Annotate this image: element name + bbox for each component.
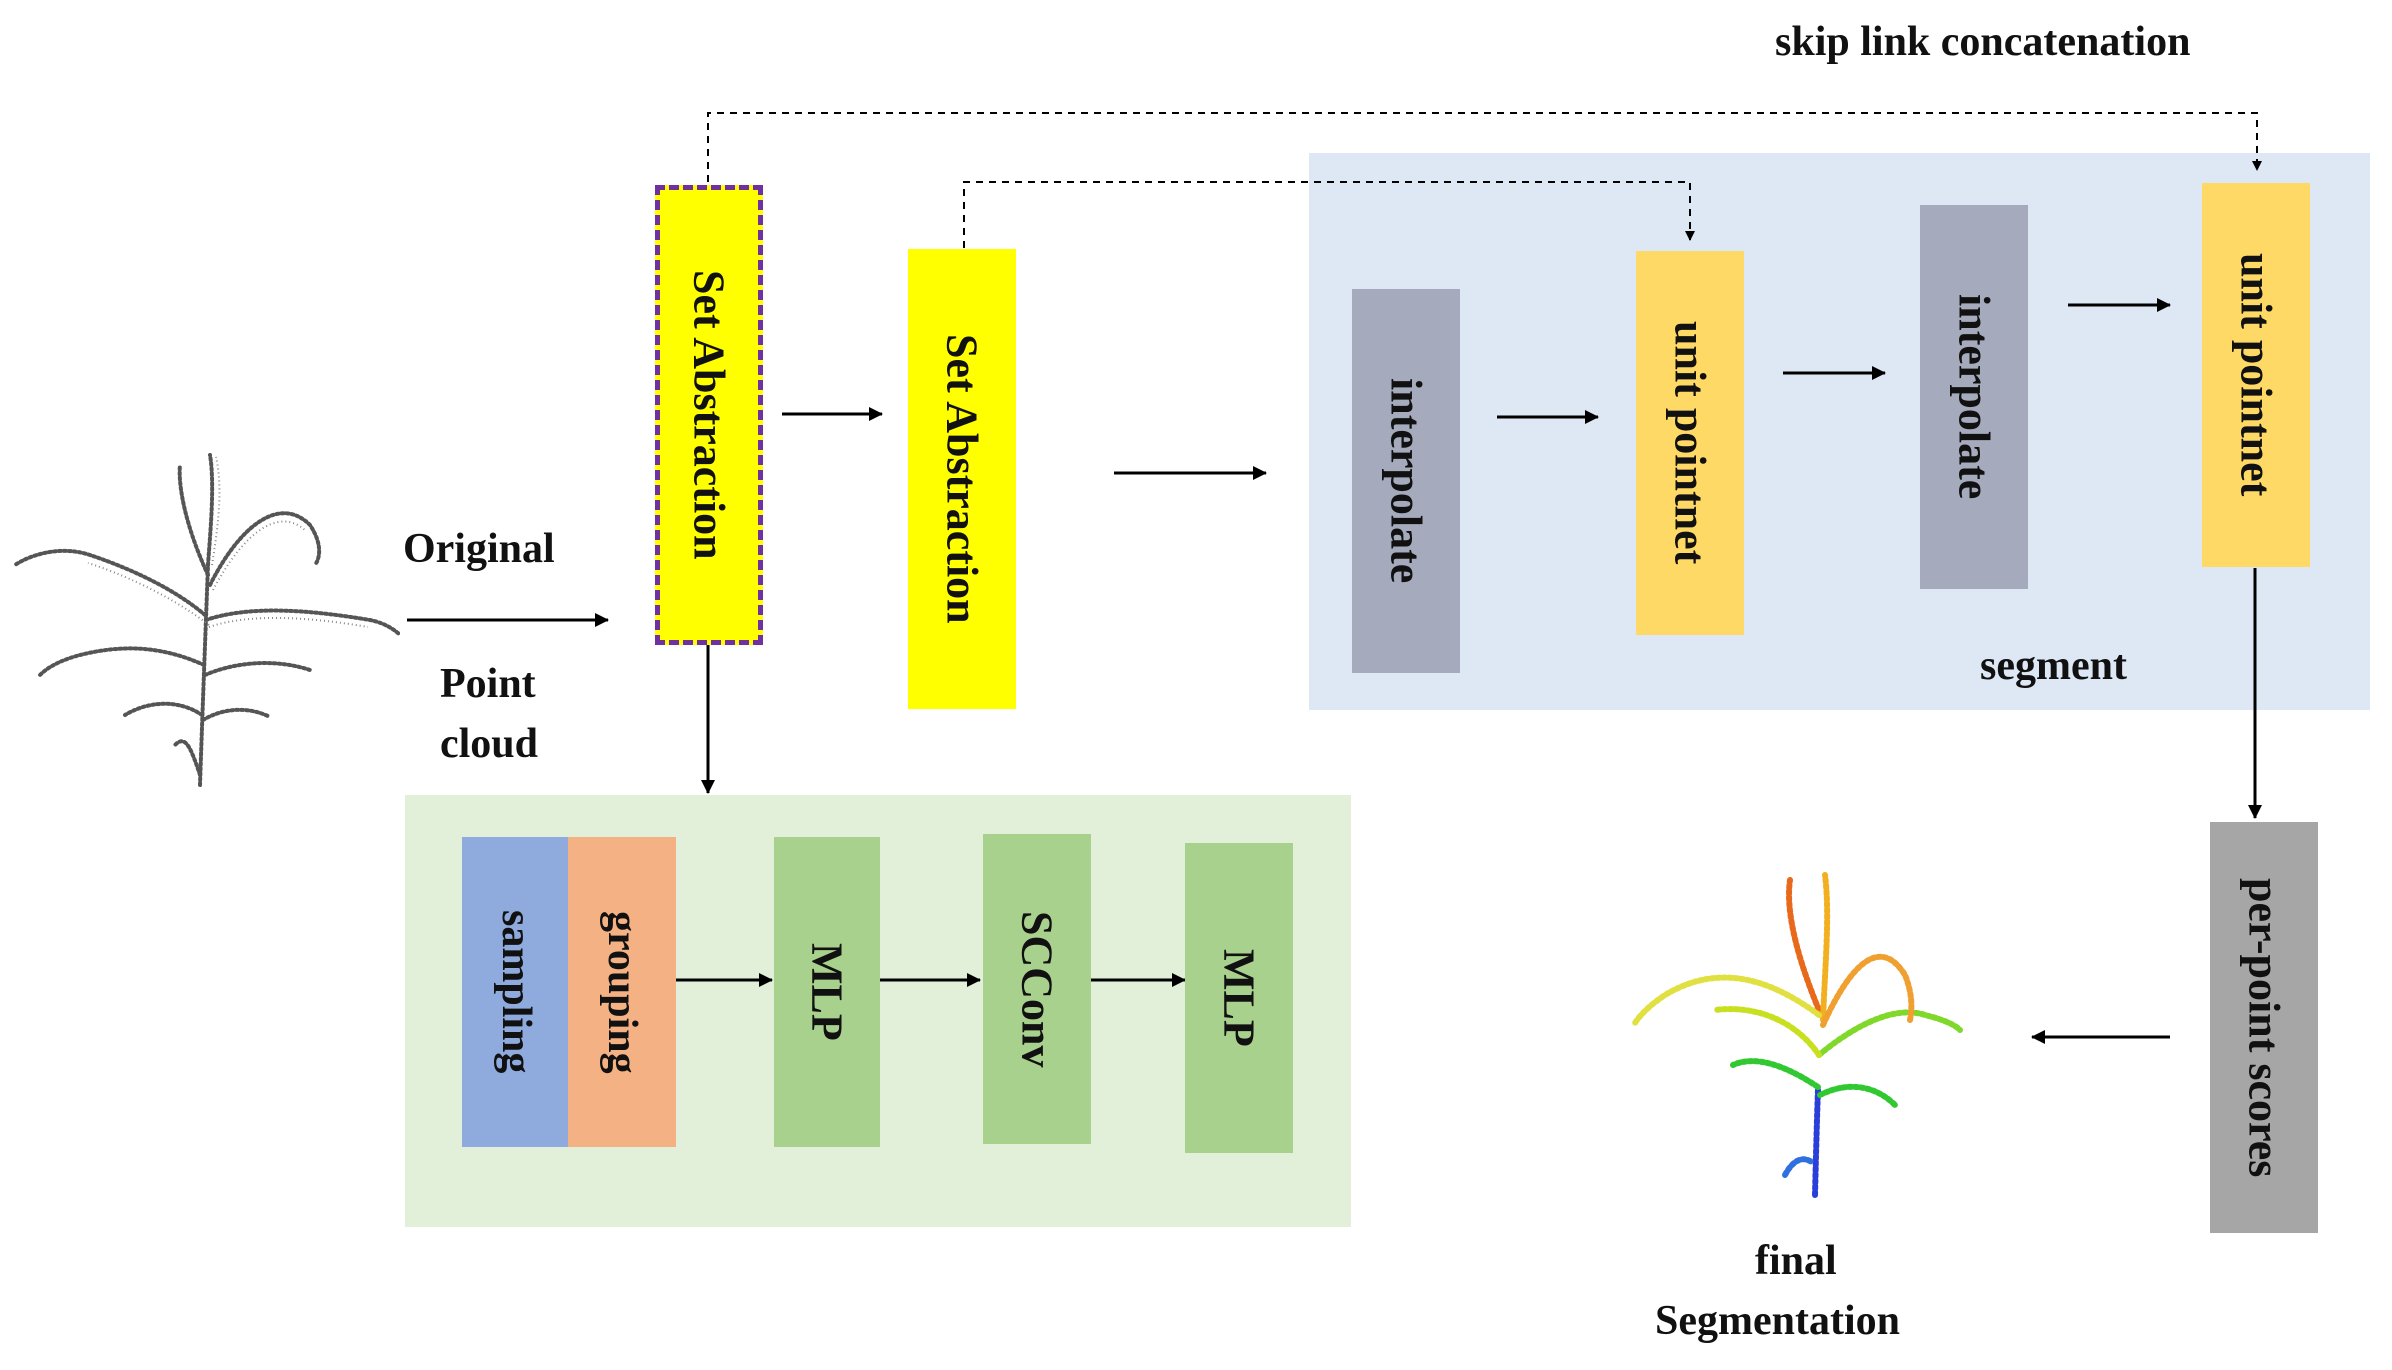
per-point-scores-block: per-point scores xyxy=(2210,822,2318,1233)
mlp-1-label: MLP xyxy=(802,943,852,1041)
grouping-block: grouping xyxy=(568,837,676,1147)
scconv-label: SCConv xyxy=(1012,910,1062,1068)
segment-panel xyxy=(1309,153,2370,710)
unit-pointnet-2-label: unit pointnet xyxy=(2231,253,2281,497)
segment-label: segment xyxy=(1980,643,2127,689)
skip-link-inner xyxy=(963,181,1695,248)
mlp-2-label: MLP xyxy=(1214,949,1264,1047)
per-point-scores-label: per-point scores xyxy=(2239,877,2289,1178)
segmented-point-cloud-image xyxy=(1632,872,1963,1198)
grouping-label: grouping xyxy=(599,910,645,1074)
sampling-block: sampling xyxy=(462,837,570,1147)
interpolate-2-label: interpolate xyxy=(1949,294,1999,500)
set-abstraction-2-label: Set Abstraction xyxy=(937,334,987,624)
set-abstraction-2-block: Set Abstraction xyxy=(908,249,1016,709)
original-label: Original xyxy=(403,526,555,572)
sampling-label: sampling xyxy=(493,910,539,1074)
mlp-1-block: MLP xyxy=(774,837,880,1147)
skip-link-outer xyxy=(707,112,2262,182)
unit-pointnet-1-block: unit pointnet xyxy=(1636,251,1744,635)
scconv-block: SCConv xyxy=(983,834,1091,1144)
point-cloud-label-line1: Point xyxy=(440,661,536,707)
mlp-2-block: MLP xyxy=(1185,843,1293,1153)
interpolate-1-label: interpolate xyxy=(1381,378,1431,584)
unit-pointnet-2-block: unit pointnet xyxy=(2202,183,2310,567)
interpolate-2-block: interpolate xyxy=(1920,205,2028,589)
input-point-cloud-image xyxy=(13,453,400,787)
final-label-line2: Segmentation xyxy=(1655,1298,1900,1344)
set-abstraction-1-block: Set Abstraction xyxy=(655,185,763,645)
interpolate-1-block: interpolate xyxy=(1352,289,1460,673)
point-cloud-label-line2: cloud xyxy=(440,721,539,767)
final-label-line1: final xyxy=(1755,1238,1837,1284)
set-abstraction-1-label: Set Abstraction xyxy=(684,270,734,560)
unit-pointnet-1-label: unit pointnet xyxy=(1665,321,1715,565)
skip-link-label: skip link concatenation xyxy=(1775,19,2191,65)
